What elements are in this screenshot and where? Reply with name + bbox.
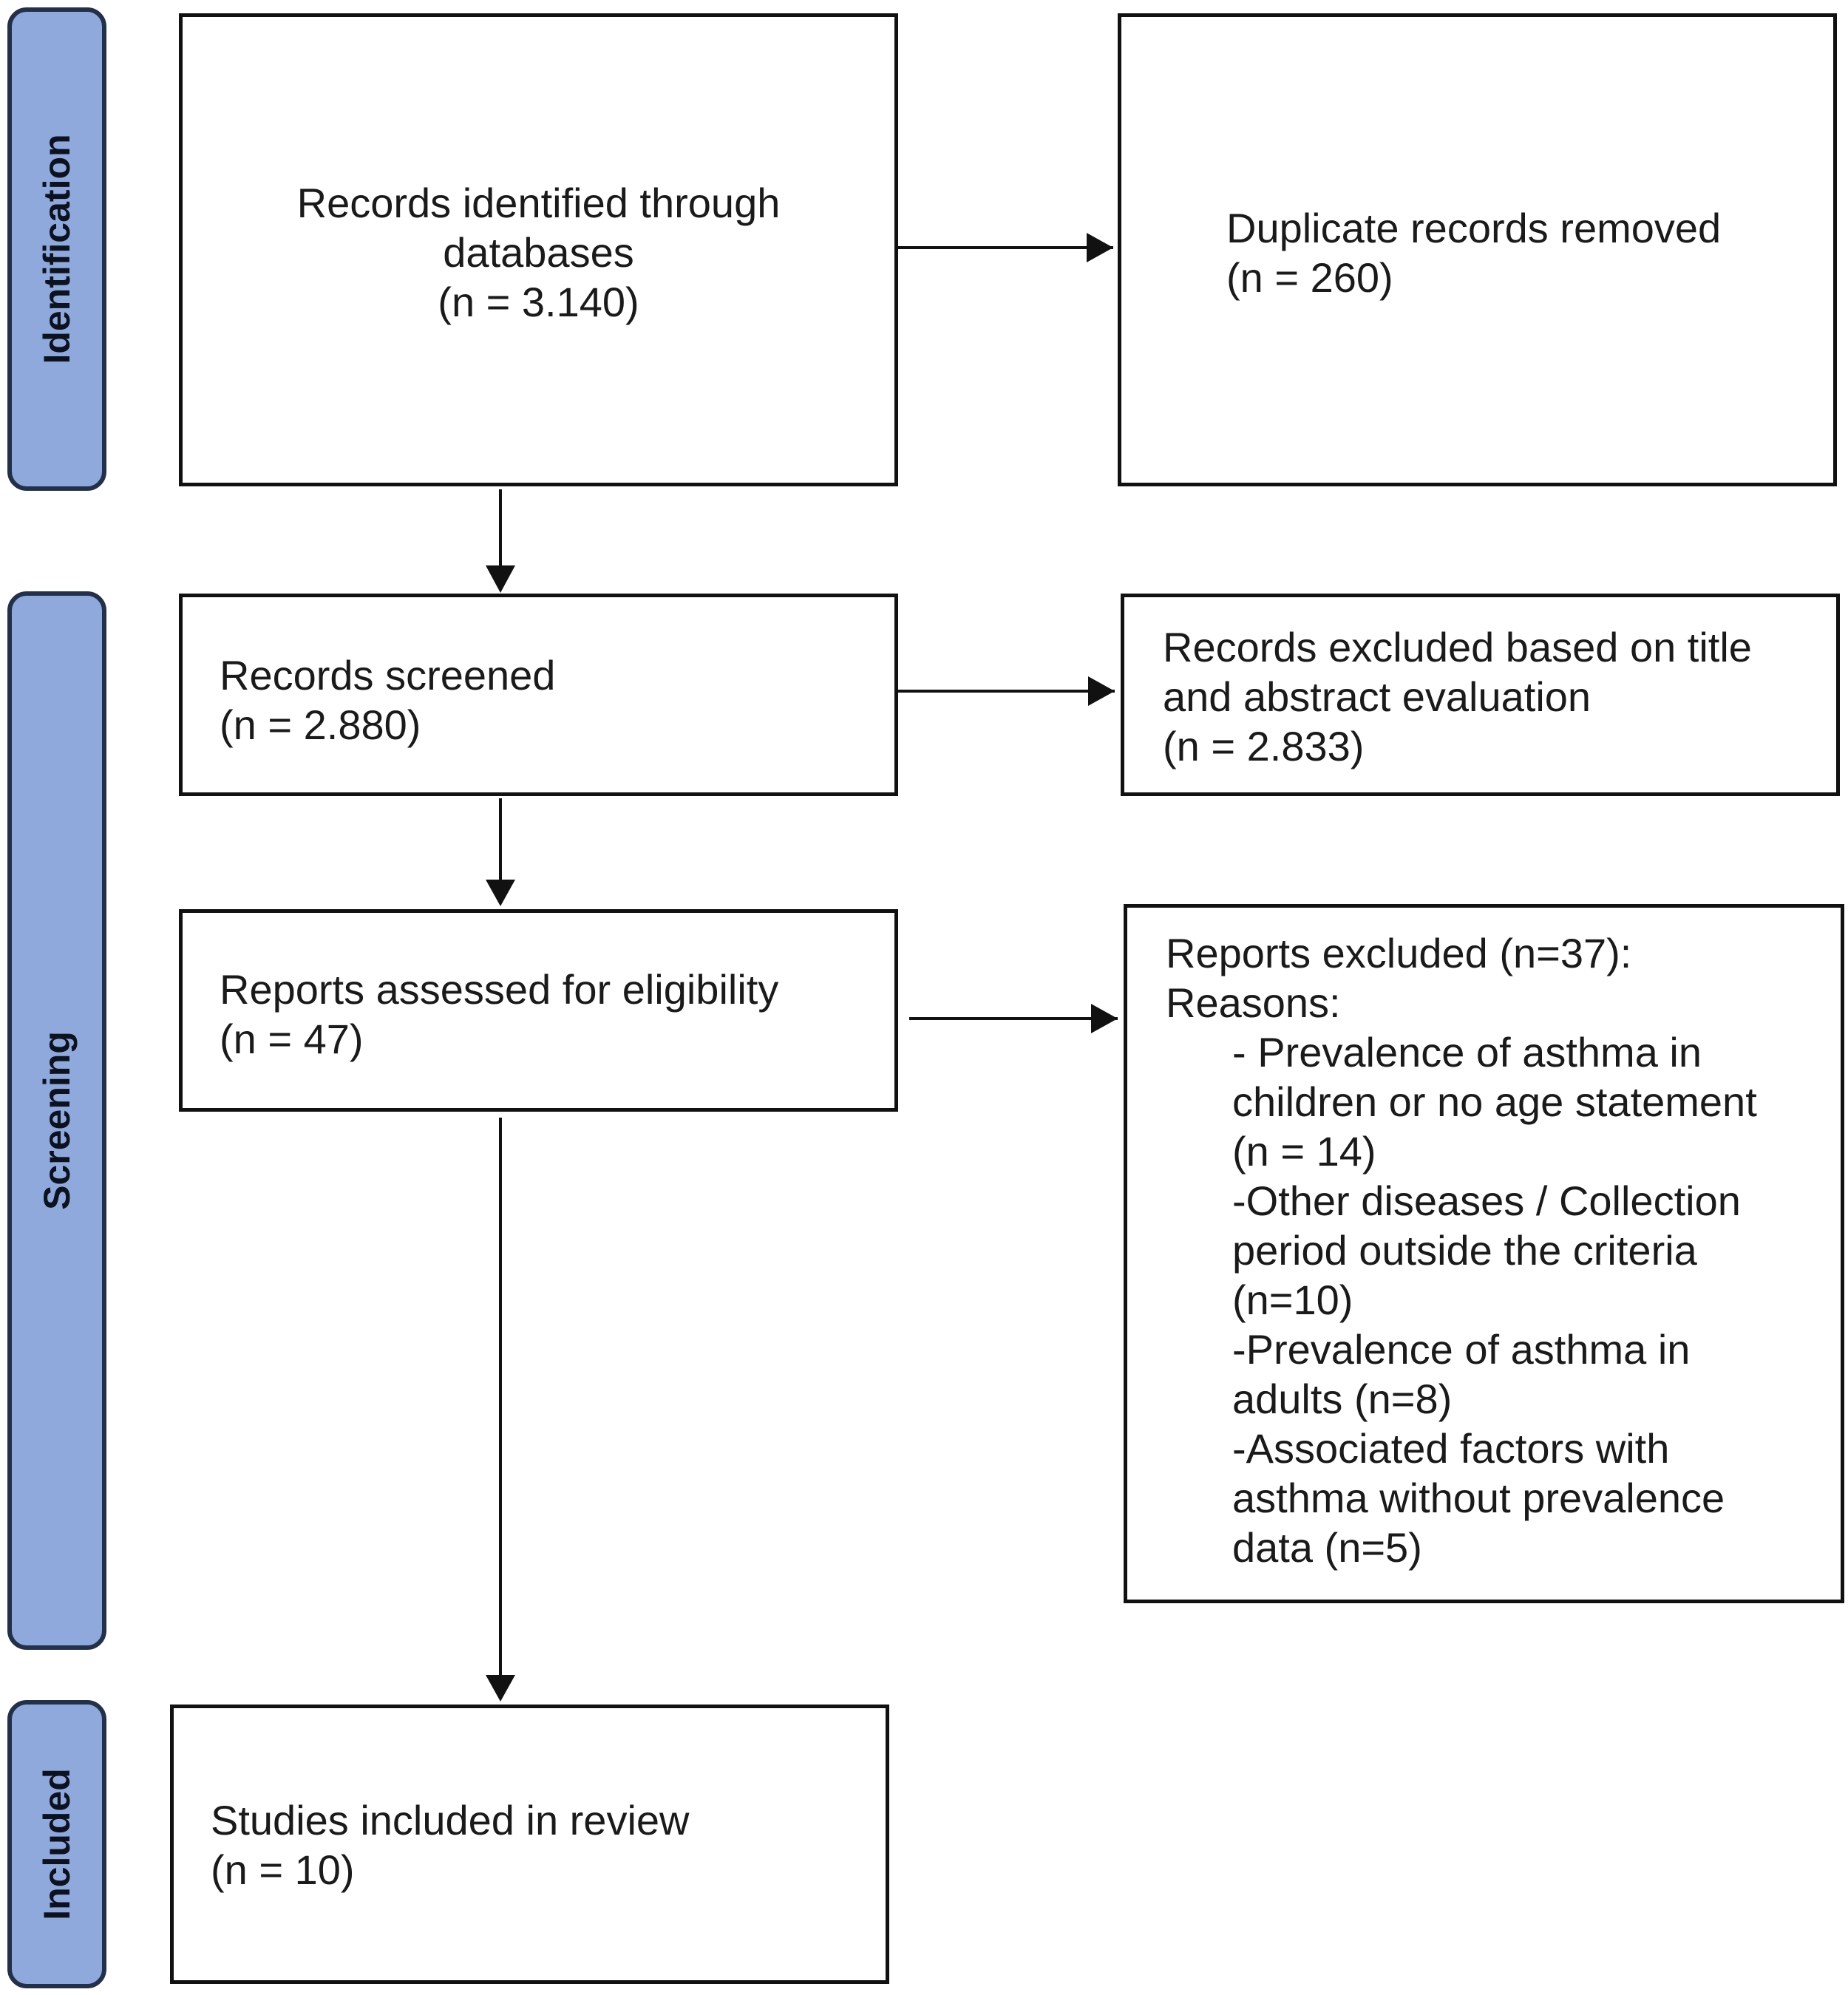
text-line: Reasons: <box>1166 979 1341 1026</box>
text-line: (n = 47) <box>220 1016 364 1062</box>
text-line: Reports assessed for eligibility <box>220 966 779 1013</box>
phase-screening: Screening <box>7 591 106 1650</box>
arrowhead <box>486 1675 515 1702</box>
box-records-excluded-title-abstract: Records excluded based on title and abst… <box>1121 594 1840 796</box>
reason-line: -Associated factors with <box>1232 1425 1670 1472</box>
text-line: Reports excluded (n=37): <box>1166 930 1632 976</box>
box-records-identified: Records identified through databases (n … <box>179 13 898 486</box>
reason-line: -Prevalence of asthma in <box>1232 1326 1691 1373</box>
arrowhead <box>1091 1004 1118 1033</box>
text-line: and abstract evaluation <box>1163 673 1591 720</box>
box-reports-excluded: Reports excluded (n=37): Reasons: - Prev… <box>1124 904 1844 1603</box>
reason-line: (n = 14) <box>1232 1128 1376 1175</box>
reason-line: adults (n=8) <box>1232 1376 1453 1422</box>
arrowhead <box>486 880 515 906</box>
text-line: Duplicate records removed <box>1226 205 1722 251</box>
reason-line: children or no age statement <box>1232 1078 1757 1125</box>
text-line: Records identified through <box>296 180 781 226</box>
text-line: Studies included in review <box>211 1797 690 1843</box>
reason-line: -Other diseases / Collection <box>1232 1177 1741 1224</box>
text-line: (n = 3.140) <box>438 279 639 325</box>
text-line: (n = 10) <box>211 1846 355 1893</box>
phase-included: Included <box>7 1700 106 1988</box>
arrowhead <box>1088 676 1115 706</box>
text-line: Records excluded based on title <box>1163 624 1752 670</box>
text-line: databases <box>443 229 634 276</box>
box-reports-assessed: Reports assessed for eligibility (n = 47… <box>179 909 898 1112</box>
text-line: (n = 2.833) <box>1163 723 1365 769</box>
box-duplicates-removed: Duplicate records removed (n = 260) <box>1118 13 1837 486</box>
reason-line: asthma without prevalence <box>1232 1475 1725 1521</box>
phase-identification: Identification <box>7 7 106 491</box>
text-line: (n = 260) <box>1226 254 1393 301</box>
box-records-screened: Records screened (n = 2.880) <box>179 594 898 796</box>
arrowhead <box>1087 233 1113 262</box>
reason-line: data (n=5) <box>1232 1524 1422 1571</box>
arrowhead <box>486 565 515 593</box>
reason-line: (n=10) <box>1232 1277 1353 1323</box>
text-line: Records screened <box>220 652 556 699</box>
text-line: (n = 2.880) <box>220 701 421 748</box>
reason-line: - Prevalence of asthma in <box>1232 1029 1702 1075</box>
reason-line: period outside the criteria <box>1232 1227 1697 1274</box>
box-studies-included: Studies included in review (n = 10) <box>170 1705 889 1984</box>
